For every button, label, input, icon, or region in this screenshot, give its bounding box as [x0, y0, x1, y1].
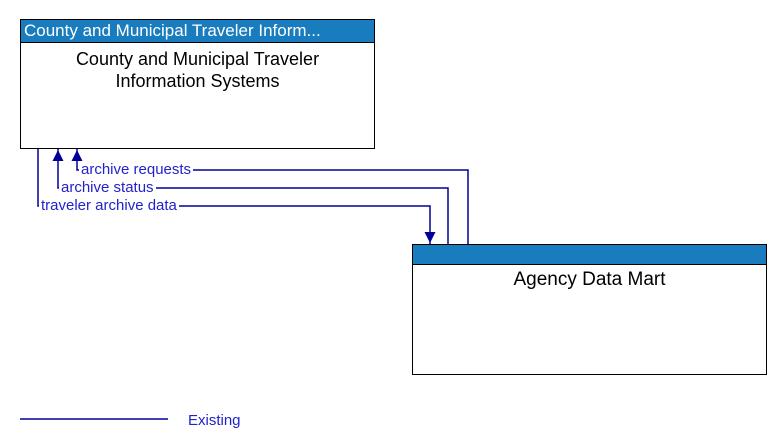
agency-node-title-bar [413, 245, 766, 265]
node-county-municipal-traveler-info[interactable]: County and Municipal Traveler Inform... … [20, 19, 375, 149]
county-node-title-bar: County and Municipal Traveler Inform... [21, 20, 374, 43]
arrow-up-icon [71, 150, 83, 161]
node-agency-data-mart[interactable]: Agency Data Mart [412, 244, 767, 375]
flow-label-traveler-archive-data[interactable]: traveler archive data [39, 197, 179, 214]
arrow-down-icon [424, 232, 436, 243]
arrow-up-icon [52, 150, 64, 161]
county-node-label: County and Municipal Traveler Informatio… [75, 49, 320, 91]
flow-label-archive-status[interactable]: archive status [59, 179, 156, 196]
flow-label-archive-requests[interactable]: archive requests [79, 161, 194, 178]
agency-node-body: Agency Data Mart [413, 265, 766, 292]
agency-node-label: Agency Data Mart [513, 269, 666, 290]
legend-existing-label: Existing [188, 412, 241, 429]
county-node-title: County and Municipal Traveler Inform... [24, 21, 321, 40]
county-node-body: County and Municipal Traveler Informatio… [21, 43, 374, 92]
